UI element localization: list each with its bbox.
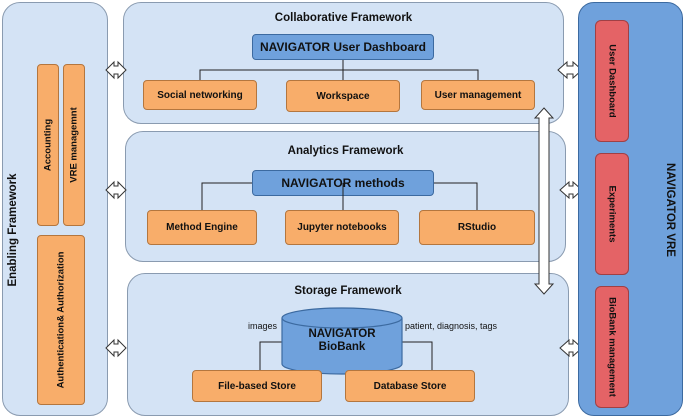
- vre-user-dashboard-label: User Dashboard: [606, 44, 618, 118]
- metadata-label: patient, diagnosis, tags: [405, 321, 498, 331]
- biobank-cylinder: [281, 307, 403, 375]
- biobank-label-line2: BioBank: [318, 341, 366, 353]
- vre-experiments-box: [595, 153, 629, 275]
- user-management-box: User management: [421, 80, 535, 110]
- arrow-vertical: [533, 107, 555, 295]
- analytics-framework-title: Analytics Framework: [287, 145, 404, 157]
- social-networking-box: Social networking: [143, 80, 257, 110]
- arrow-enabling-storage: [105, 338, 127, 358]
- vre-biobank-management-label: BioBank management: [606, 297, 618, 397]
- database-store-box: Database Store: [345, 370, 475, 402]
- accounting-box: [37, 64, 59, 226]
- vre-biobank-management-box: [595, 286, 629, 408]
- vre-management-box: [63, 64, 85, 226]
- workspace-box: Workspace: [286, 80, 400, 112]
- vre-user-dashboard-box: [595, 20, 629, 142]
- user-dashboard-box: NAVIGATOR User Dashboard: [252, 34, 434, 60]
- storage-framework-title: Storage Framework: [294, 285, 402, 297]
- images-label: images: [248, 321, 278, 331]
- rstudio-box: RStudio: [419, 210, 535, 245]
- auth-box: [37, 235, 85, 405]
- biobank-label: NAVIGATOR BioBank: [282, 328, 402, 354]
- method-engine-box: Method Engine: [147, 210, 257, 245]
- collaborative-framework-title: Collaborative Framework: [274, 12, 413, 24]
- file-based-store-box: File-based Store: [192, 370, 322, 402]
- arrow-enabling-analytics: [105, 180, 127, 200]
- arrow-enabling-collaborative: [105, 60, 127, 80]
- navigator-vre-title: NAVIGATOR VRE: [664, 163, 676, 257]
- biobank-label-line1: NAVIGATOR: [308, 328, 376, 340]
- vre-experiments-label: Experiments: [606, 185, 618, 243]
- jupyter-notebooks-box: Jupyter notebooks: [285, 210, 399, 245]
